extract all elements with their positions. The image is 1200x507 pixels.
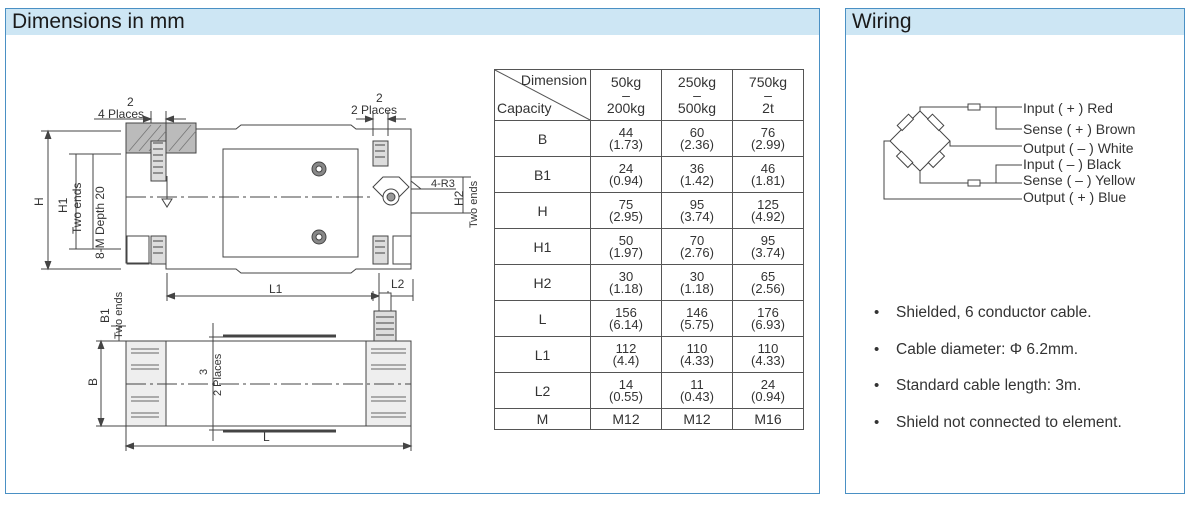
cell: M12	[590, 408, 662, 430]
cell: 76(2.99)	[732, 120, 804, 157]
two-places-v-label: 2 Places	[212, 353, 224, 396]
row-label: B	[494, 120, 591, 157]
cell: 36(1.42)	[661, 156, 733, 193]
wiring-note: •Standard cable length: 3m.	[874, 377, 1082, 394]
table-row: L1 112(4.4) 110(4.33) 110(4.33)	[494, 336, 804, 373]
cell: 156(6.14)	[590, 300, 662, 337]
row-label: H1	[494, 228, 591, 265]
three-label: 3	[198, 369, 210, 375]
cell: 95(3.74)	[661, 192, 733, 229]
cell: 60(2.36)	[661, 120, 733, 157]
cell: 65(2.56)	[732, 264, 804, 301]
table-row: H 75(2.95) 95(3.74) 125(4.92)	[494, 192, 804, 229]
cell: 30(1.18)	[590, 264, 662, 301]
places-right: 2 Places	[351, 103, 397, 117]
cell: 112(4.4)	[590, 336, 662, 373]
places-right-num: 2	[376, 91, 383, 105]
places-left: 4 Places	[98, 107, 144, 121]
cell: 30(1.18)	[661, 264, 733, 301]
r3-label: 4-R3	[431, 178, 455, 190]
two-ends-b1-label: Two ends	[113, 291, 125, 339]
two-ends-right-label: Two ends	[468, 180, 480, 228]
cell: 44(1.73)	[590, 120, 662, 157]
two-ends-label: Two ends	[70, 183, 84, 234]
table-row: M M12 M12 M16	[494, 408, 804, 430]
capacity-col-3: 750kg–2t	[732, 69, 804, 121]
table-row: L2 14(0.55) 11(0.43) 24(0.94)	[494, 372, 804, 409]
table-row: B1 24(0.94) 36(1.42) 46(1.81)	[494, 156, 804, 193]
wire-label: Output ( – ) White	[1023, 140, 1134, 156]
corner-dimension: Dimension	[520, 72, 587, 88]
cell: 95(3.74)	[732, 228, 804, 265]
load-cell-drawing: 2 4 Places 2 2 Places 4-R3 L1 L2 H H1 Tw…	[32, 91, 480, 451]
wire-label: Input ( – ) Black	[1023, 155, 1122, 172]
h1-label: H1	[56, 197, 70, 213]
wiring-note: •Shielded, 6 conductor cable.	[874, 304, 1092, 321]
row-label: L1	[494, 336, 591, 373]
cell: 70(2.76)	[661, 228, 733, 265]
table-row: H1 50(1.97) 70(2.76) 95(3.74)	[494, 228, 804, 265]
table-corner: Dimension Capacity	[494, 69, 591, 121]
h-label: H	[32, 197, 46, 206]
cell: 176(6.93)	[732, 300, 804, 337]
wiring-labels: Input ( + ) Red Sense ( + ) Brown Output…	[1023, 100, 1135, 205]
table-header-row: Dimension Capacity 50kg–200kg 250kg–500k…	[494, 69, 804, 121]
m-depth-label: 8-M Depth 20	[93, 186, 107, 259]
b-label: B	[86, 378, 100, 386]
top-view	[96, 292, 413, 451]
cell: 75(2.95)	[590, 192, 662, 229]
wiring-note: •Cable diameter: Φ 6.2mm.	[874, 340, 1079, 358]
row-label: H	[494, 192, 591, 229]
cell: 50(1.97)	[590, 228, 662, 265]
cell: M12	[661, 408, 733, 430]
wiring-notes: •Shielded, 6 conductor cable. •Cable dia…	[874, 304, 1122, 450]
l-label: L	[263, 430, 270, 444]
l1-label: L1	[269, 282, 283, 296]
bullet: •	[874, 304, 880, 321]
wire-label: Sense ( + ) Brown	[1023, 120, 1136, 137]
cell: 146(5.75)	[661, 300, 733, 337]
cell: 11(0.43)	[661, 372, 733, 409]
table-row: B 44(1.73) 60(2.36) 76(2.99)	[494, 120, 804, 157]
wiring-note: •Shield not connected to element.	[874, 413, 1122, 431]
b1-label: B1	[98, 308, 112, 323]
dimensions-title: Dimensions in mm	[6, 9, 819, 35]
row-label: L2	[494, 372, 591, 409]
row-label: H2	[494, 264, 591, 301]
table-row: H2 30(1.18) 30(1.18) 65(2.56)	[494, 264, 804, 301]
h2-label: H2	[452, 190, 466, 206]
wire-label: Input ( + ) Red	[1023, 100, 1113, 116]
cell: 24(0.94)	[732, 372, 804, 409]
cell: 110(4.33)	[732, 336, 804, 373]
corner-capacity: Capacity	[497, 100, 552, 116]
wire-label: Output ( + ) Blue	[1023, 188, 1127, 205]
capacity-col-2: 250kg–500kg	[661, 69, 733, 121]
cell: 46(1.81)	[732, 156, 804, 193]
side-view	[41, 111, 471, 301]
wire-label: Sense ( – ) Yellow	[1023, 172, 1136, 188]
cell: 14(0.55)	[590, 372, 662, 409]
bullet: •	[874, 377, 880, 394]
l2-label: L2	[391, 277, 405, 291]
dimensions-table: Dimension Capacity 50kg–200kg 250kg–500k…	[494, 69, 804, 430]
wiring-title: Wiring	[846, 9, 1184, 35]
wiring-diagram	[883, 103, 1022, 200]
row-label: L	[494, 300, 591, 337]
bullet: •	[874, 413, 880, 431]
bullet: •	[874, 340, 880, 358]
wiring-panel: Wiring Input ( + ) Red Sense ( + ) Brown…	[845, 8, 1185, 494]
cell: M16	[732, 408, 804, 430]
row-label: B1	[494, 156, 591, 193]
row-label: M	[494, 408, 591, 430]
cell: 110(4.33)	[661, 336, 733, 373]
cell: 125(4.92)	[732, 192, 804, 229]
places-left-num: 2	[127, 95, 134, 109]
table-row: L 156(6.14) 146(5.75) 176(6.93)	[494, 300, 804, 337]
cell: 24(0.94)	[590, 156, 662, 193]
capacity-col-1: 50kg–200kg	[590, 69, 662, 121]
